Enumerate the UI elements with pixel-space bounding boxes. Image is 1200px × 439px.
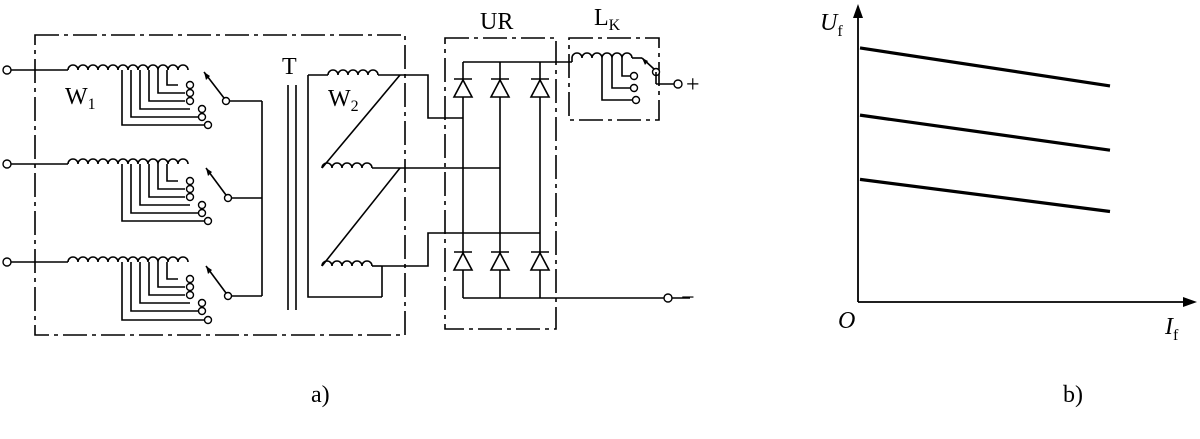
origin-label: O <box>838 308 855 334</box>
y-axis-label: Uf <box>820 10 843 40</box>
series-line-3 <box>859 177 1111 214</box>
input-terminals <box>2 65 68 267</box>
series-line-1 <box>859 46 1111 88</box>
panel-a-circuit: W1 T W2 UR LK + − a) <box>2 5 700 408</box>
rectifier-enclosure <box>444 37 557 330</box>
panel-b-chart: Uf If O b) <box>820 4 1197 408</box>
x-axis-arrow <box>1183 297 1197 307</box>
diode-top-1 <box>452 78 474 98</box>
minus-label: − <box>681 285 695 311</box>
plus-label: + <box>686 72 700 98</box>
x-axis-label: If <box>1164 314 1179 344</box>
transformer-enclosure <box>34 34 406 336</box>
diode-bottom-3 <box>529 251 551 271</box>
diode-bottom-2 <box>489 251 511 271</box>
w2-label: W2 <box>328 86 359 115</box>
reactor-winding <box>540 52 683 105</box>
panel-b-caption: b) <box>1063 382 1083 408</box>
w1-label: W1 <box>65 84 96 113</box>
phase-c-connection <box>382 232 540 267</box>
series-line-2 <box>859 113 1111 152</box>
rectifier-label: UR <box>480 9 513 35</box>
primary-winding-phase-3 <box>67 256 262 325</box>
diode-top-2 <box>489 78 511 98</box>
primary-winding-phase-2 <box>67 158 262 226</box>
secondary-winding <box>307 69 401 298</box>
diode-top-3 <box>529 78 551 98</box>
y-axis-arrow <box>853 4 863 18</box>
panel-a-caption: a) <box>311 382 330 408</box>
negative-output <box>540 293 690 303</box>
rectifier-bridge <box>452 61 551 299</box>
reactor-label: LK <box>594 5 621 34</box>
transformer-label: T <box>282 54 297 80</box>
diode-bottom-1 <box>452 251 474 271</box>
reactor-enclosure <box>568 37 660 121</box>
primary-winding-phase-1 <box>67 64 262 130</box>
series-layer <box>859 46 1111 214</box>
